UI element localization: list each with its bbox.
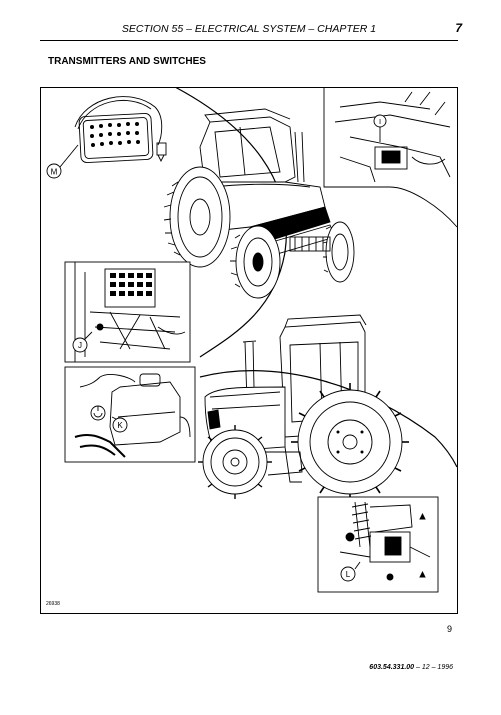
inset-l-sensor: L [317, 496, 439, 593]
section-header-title: SECTION 55 – ELECTRICAL SYSTEM – CHAPTER… [121, 23, 377, 35]
callout-i: I [379, 117, 381, 126]
document-revision: – 12 – 1996 [416, 664, 453, 671]
figure-code: 26938 [46, 601, 60, 607]
page-header: SECTION 55 – ELECTRICAL SYSTEM – CHAPTER… [40, 20, 462, 41]
inset-k-reservoir: K [64, 366, 196, 463]
page-number: 7 [455, 21, 462, 35]
section-title: TRANSMITTERS AND SWITCHES [48, 56, 206, 67]
tractor-front-view [163, 108, 355, 299]
callout-k: K [117, 421, 123, 430]
inset-j-fusebox: J [64, 261, 191, 363]
inset-m-connector: M [46, 96, 167, 179]
document-number: 603.54.331.00 [369, 664, 415, 671]
tractor-side-view [198, 314, 409, 501]
figure-number: 9 [447, 624, 453, 634]
page-footer: 603.54.331.00 – 12 – 1996 [369, 664, 453, 671]
callout-l: L [346, 570, 351, 579]
callout-m: M [51, 168, 58, 177]
inset-i-sensor: I [323, 87, 458, 228]
callout-j: J [78, 341, 82, 350]
tractor-switches-illustration: M I [40, 87, 458, 614]
